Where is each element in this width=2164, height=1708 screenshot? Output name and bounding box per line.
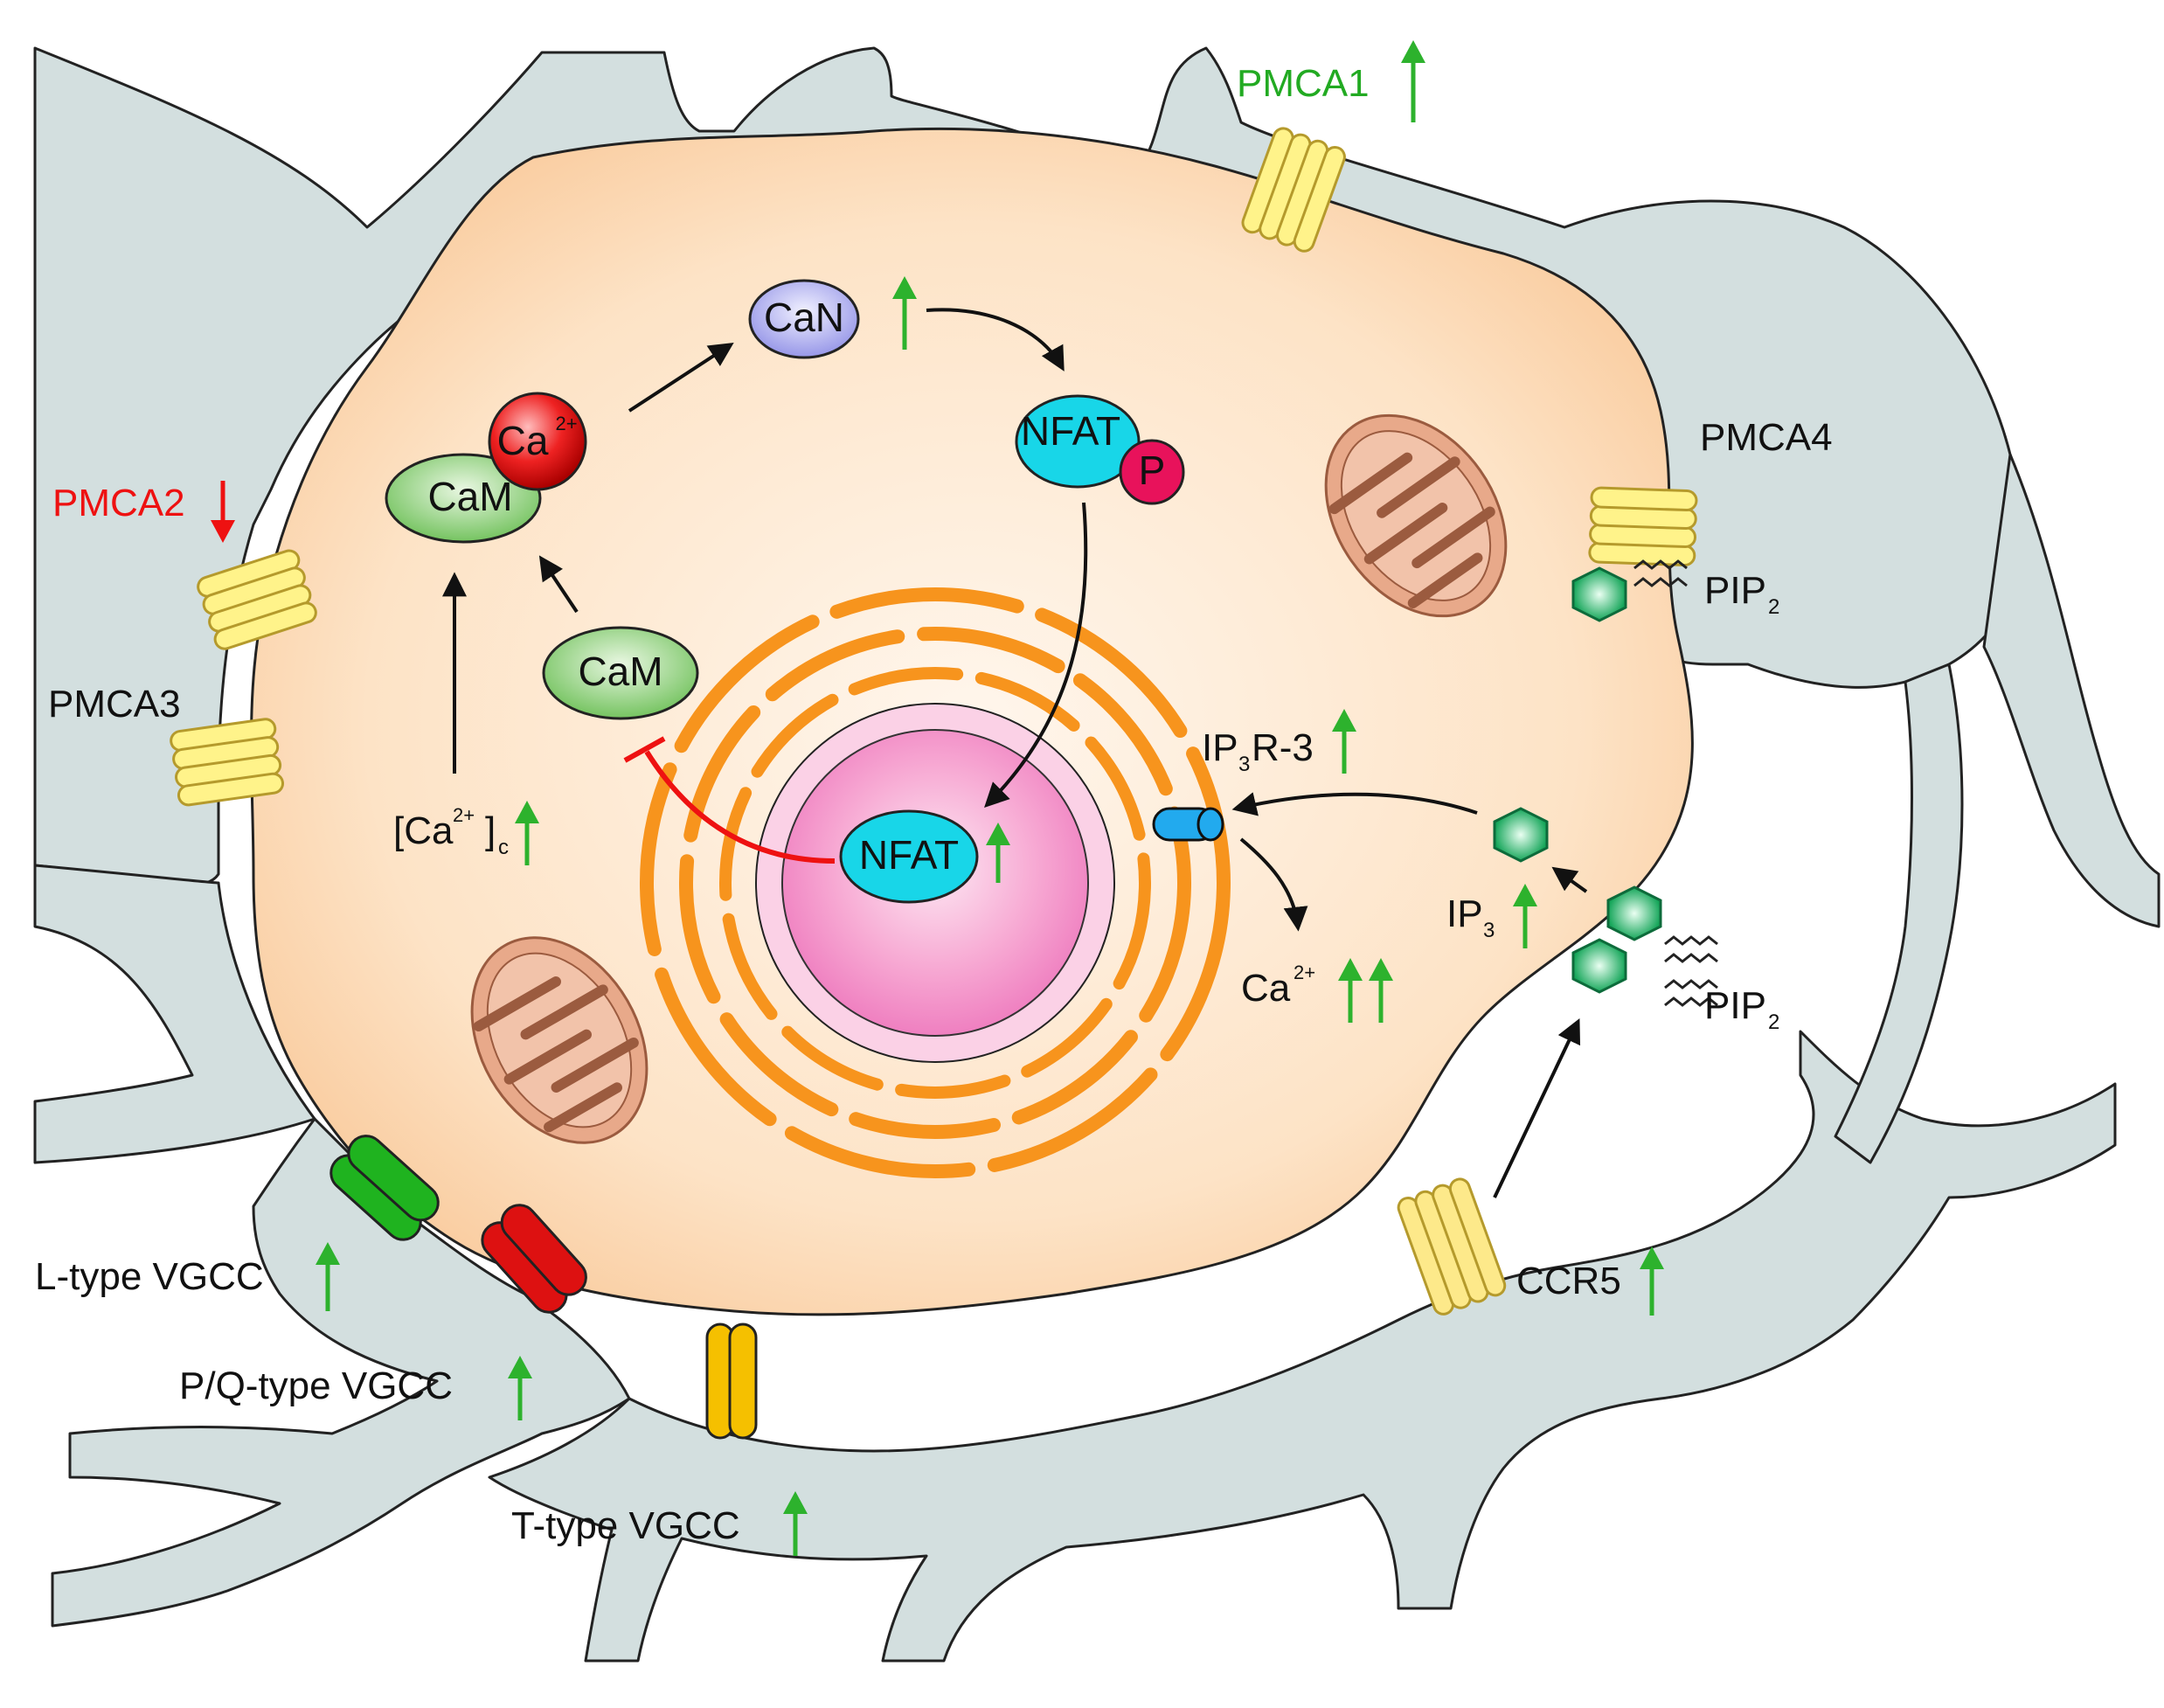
ca-ion-label: Ca — [497, 418, 549, 463]
mitochondrion-icon — [1324, 413, 1508, 618]
up-arrow-icon — [783, 1491, 808, 1556]
l-type-vgcc-channel — [329, 1135, 440, 1241]
pmca4-pump — [1588, 486, 1698, 567]
up-arrow-icon — [1332, 709, 1356, 774]
pip2-sub-upper: 2 — [1768, 595, 1779, 619]
ca-ion-sup: 2+ — [555, 413, 577, 434]
ccr5-label: CCR5 — [1516, 1260, 1621, 1302]
pip2-label-upper: PIP — [1704, 569, 1766, 612]
pq-type-label: P/Q-type VGCC — [179, 1364, 453, 1407]
t-type-label: T-type VGCC — [511, 1504, 740, 1547]
pmca1-label: PMCA1 — [1237, 62, 1370, 105]
can-label: CaN — [764, 295, 844, 340]
ip3-sub: 3 — [1483, 919, 1495, 942]
cac-sub: c — [498, 836, 509, 859]
l-type-label: L-type VGCC — [35, 1255, 264, 1298]
ip3-label: IP — [1446, 892, 1483, 935]
pathway-arrows — [442, 308, 1588, 1198]
nfat-cyto-label: NFAT — [1021, 408, 1120, 454]
up-arrow-icon — [1513, 884, 1537, 948]
ca-release-sup: 2+ — [1294, 962, 1315, 983]
up-arrow-icon — [508, 1356, 532, 1420]
pip2-lipid — [1633, 559, 1718, 1007]
pmca3-pump — [170, 718, 285, 807]
up-arrow-icon — [1640, 1246, 1664, 1316]
up-arrow-icon — [1401, 40, 1425, 122]
cam-bound-node: CaM — [385, 453, 542, 544]
cam-free-node: CaM — [542, 626, 699, 720]
up-arrow-icon — [316, 1242, 340, 1311]
endoplasmic-reticulum — [640, 587, 1231, 1178]
up-arrow-icon — [1369, 958, 1393, 1023]
ip3r-sub: 3 — [1238, 753, 1250, 776]
phospho-label: P — [1139, 448, 1166, 493]
up-arrow-icon — [892, 276, 917, 350]
ccr5-receptor — [1397, 1177, 1507, 1316]
t-type-vgcc-channel — [705, 1323, 758, 1440]
up-arrow-icon — [515, 801, 539, 865]
cam-bound-label: CaM — [427, 474, 512, 519]
pip2-label-lower: PIP — [1704, 984, 1766, 1027]
ip3r-channel — [1152, 807, 1224, 842]
inhibition-line — [623, 736, 836, 864]
pmca2-pump — [197, 549, 317, 650]
cac-label-close: ] — [485, 809, 496, 852]
cac-sup: 2+ — [453, 804, 475, 826]
pip2-sub-lower: 2 — [1768, 1010, 1779, 1034]
ip3r-label: IP — [1202, 726, 1238, 769]
ca-release-label: Ca — [1241, 967, 1291, 1010]
pmca3-label: PMCA3 — [48, 683, 181, 726]
pq-type-vgcc-channel — [481, 1204, 587, 1314]
down-arrow-icon — [211, 481, 235, 543]
can-node: CaN — [748, 279, 860, 359]
up-arrow-icon — [986, 823, 1010, 883]
pmca1-pump — [1241, 127, 1346, 253]
nfat-cyto-node: NFAT P — [1015, 394, 1185, 505]
cam-free-label: CaM — [578, 649, 662, 694]
cac-label-open: [Ca — [393, 809, 454, 852]
pmca2-label: PMCA2 — [52, 482, 185, 524]
ca-ion-node: Ca 2+ — [488, 392, 587, 491]
hexagon-icon — [1493, 566, 1662, 994]
up-arrow-icon — [1338, 958, 1363, 1023]
mitochondrion-icon — [470, 936, 649, 1144]
pmca4-label: PMCA4 — [1700, 416, 1833, 459]
nfat-nuclear-node: NFAT — [839, 809, 979, 904]
ip3r-rest: R-3 — [1252, 726, 1314, 769]
nfat-nuclear-label: NFAT — [859, 832, 959, 878]
